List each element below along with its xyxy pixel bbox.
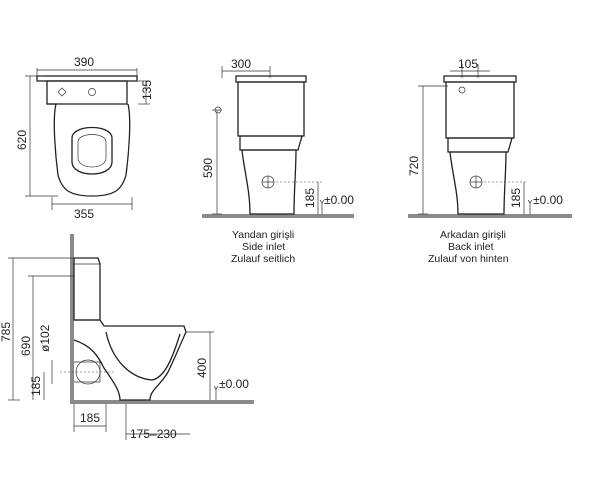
caption-en-left: Side inlet <box>242 241 285 253</box>
back-inlet-view: 105 720 185 ±0.00 Arkadan girişli Back i… <box>407 57 572 265</box>
dim-height: 620 <box>15 130 29 150</box>
dim-width-top: 390 <box>74 55 94 69</box>
dim-tank-depth: 135 <box>140 80 154 100</box>
dim-outlet-height: 185 <box>29 376 43 396</box>
dim-total-height: 785 <box>0 322 13 342</box>
dim-inlet-height-left: 185 <box>303 188 317 208</box>
dim-height-left: 590 <box>201 158 215 178</box>
caption-tr-right: Arkadan girişli <box>440 229 506 241</box>
floor-ref-left: ±0.00 <box>324 193 354 207</box>
dim-inlet-offset-right: 105 <box>458 57 478 71</box>
floor-ref-right: ±0.00 <box>533 193 563 207</box>
dim-inlet-offset-left: 300 <box>231 57 251 71</box>
dim-width-bottom: 355 <box>74 207 94 221</box>
dim-outlet-diameter: ø102 <box>38 324 52 352</box>
dim-inlet-height-right: 185 <box>509 188 523 208</box>
caption-de-right: Zulauf von hinten <box>428 253 509 265</box>
dim-height-right: 720 <box>407 156 421 176</box>
caption-tr-left: Yandan girişli <box>232 229 294 241</box>
section-view: 785 690 ø102 185 400 ±0.00 185 175–230 <box>0 234 254 441</box>
caption-en-right: Back inlet <box>448 241 494 253</box>
caption-de-left: Zulauf seitlich <box>231 253 295 265</box>
dim-tank-height: 690 <box>19 336 33 356</box>
dim-seat-height: 400 <box>195 358 209 378</box>
side-inlet-view: 300 590 185 ±0.00 Yandan girişli Side in… <box>201 57 354 265</box>
front-view: 390 135 620 355 <box>15 55 154 221</box>
dim-wall-distance: 175–230 <box>130 427 177 441</box>
floor-ref-section: ±0.00 <box>219 377 249 391</box>
dim-outlet-offset: 185 <box>80 411 100 425</box>
